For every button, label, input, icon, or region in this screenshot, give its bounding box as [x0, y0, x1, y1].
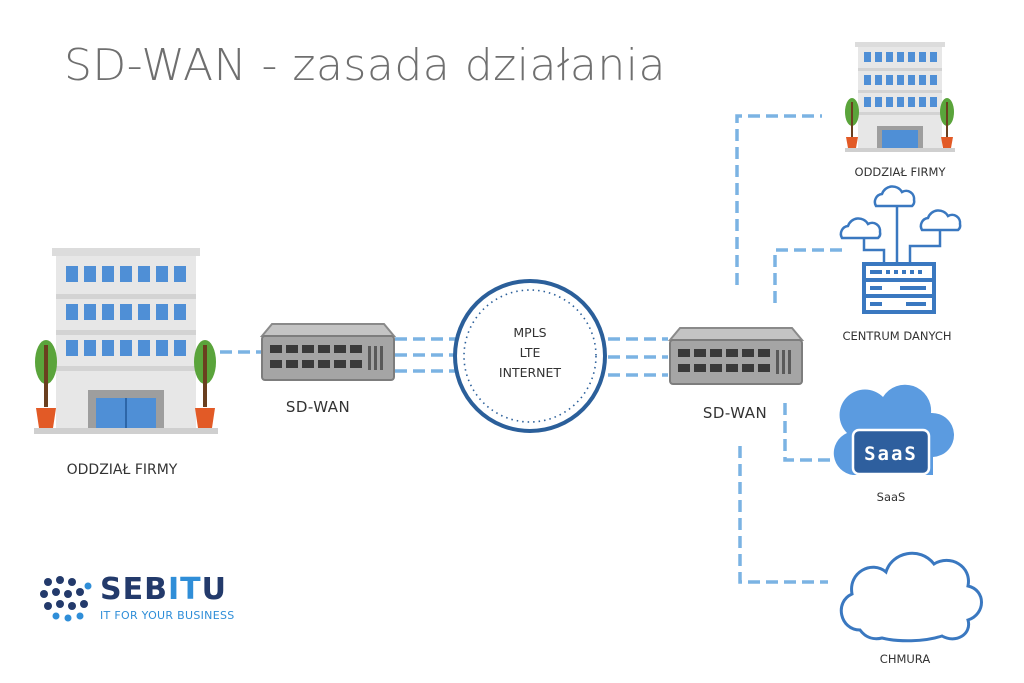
- router-ports: [270, 345, 362, 368]
- sebitu-logo-mark-icon: [40, 576, 92, 622]
- left-router-label: SD-WAN: [285, 398, 351, 416]
- left-branch-label: ODDZIAŁ FIRMY: [66, 462, 178, 478]
- network-type-lte: LTE: [519, 345, 541, 360]
- left-router-icon: [259, 323, 397, 381]
- link-to-branch: [735, 114, 822, 285]
- network-circle: [453, 279, 607, 433]
- remote-branch-building-icon: [845, 42, 955, 152]
- page-title: SD-WAN - zasada działania: [64, 40, 666, 91]
- network-type-mpls: MPLS: [513, 325, 547, 340]
- link-to-saas: [783, 403, 832, 462]
- saas-cloud-icon: SaaS: [833, 384, 955, 476]
- logo-tagline: IT FOR YOUR BUSINESS: [100, 609, 235, 622]
- logo-part-2: IT: [167, 572, 202, 607]
- cloud-icon: [839, 551, 983, 643]
- link-to-cloud: [738, 446, 828, 584]
- window-rows: [66, 266, 186, 356]
- network-types: MPLS LTE INTERNET: [455, 323, 605, 383]
- left-branch-building-icon: [34, 248, 218, 434]
- datacenter-label: CENTRUM DANYCH: [842, 329, 952, 343]
- right-router-label: SD-WAN: [702, 404, 768, 422]
- left-tree-icon: [35, 340, 57, 428]
- datacenter-icon: [839, 185, 962, 314]
- server-rack-icon: [862, 262, 936, 314]
- link-to-datacenter: [773, 248, 842, 303]
- right-router-icon: [667, 327, 805, 385]
- cloud-label: CHMURA: [879, 652, 931, 666]
- logo-wordmark: SEBITU: [100, 572, 227, 607]
- network-type-internet: INTERNET: [498, 365, 562, 380]
- connectors: [220, 114, 842, 584]
- router-ports: [678, 349, 770, 372]
- right-tree-icon: [194, 340, 216, 428]
- remote-branch-label: ODDZIAŁ FIRMY: [854, 165, 946, 179]
- logo-part-1: SEB: [100, 572, 168, 607]
- saas-label: SaaS: [876, 490, 906, 504]
- logo-part-3: U: [201, 572, 227, 607]
- saas-badge-text: SaaS: [864, 443, 918, 465]
